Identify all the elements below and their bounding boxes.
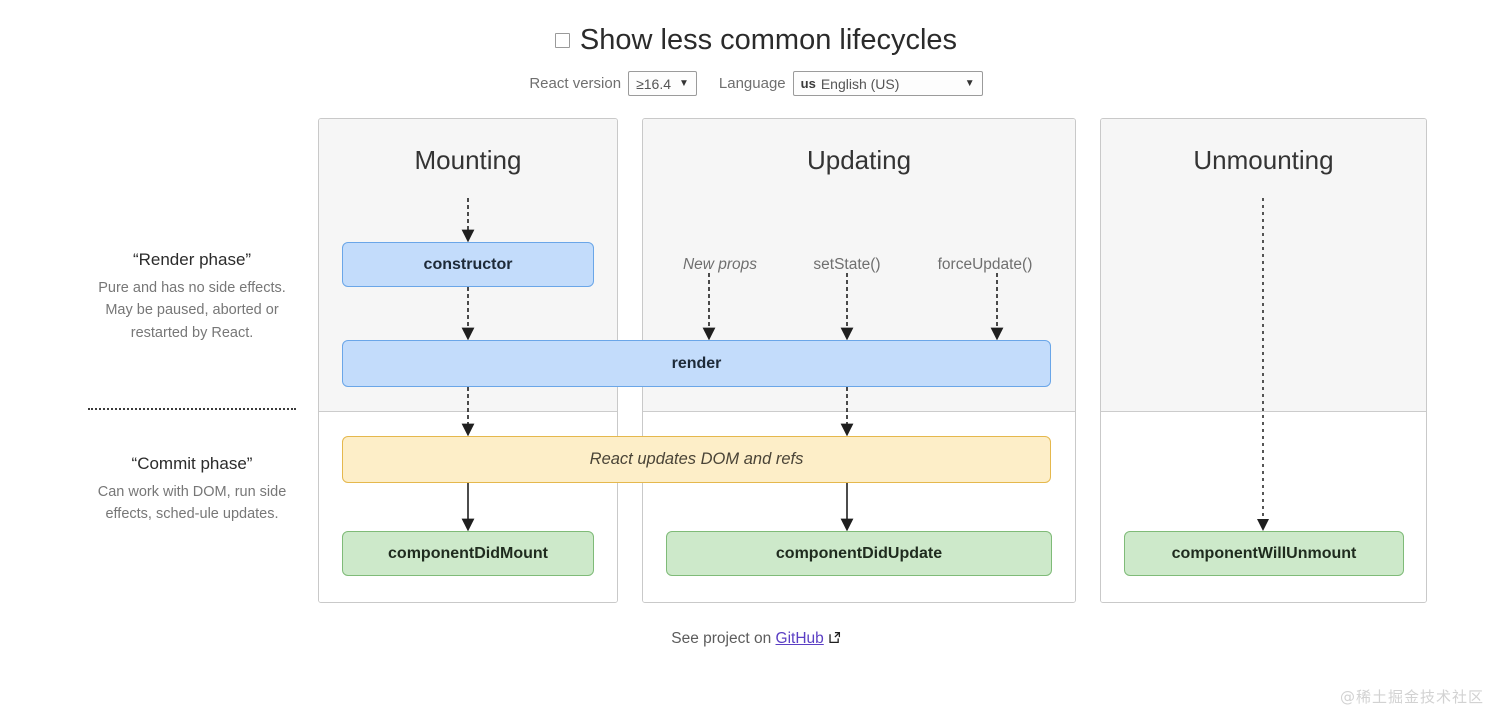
page-header: Show less common lifecycles React versio… — [0, 0, 1512, 96]
column-heading-mounting: Mounting — [414, 145, 522, 175]
react-version-value: ≥16.4 — [636, 75, 671, 92]
github-link[interactable]: GitHub — [775, 630, 824, 647]
language-group: Language us English (US) ▼ — [719, 71, 983, 96]
chevron-down-icon: ▼ — [679, 77, 689, 89]
node-component-did-mount[interactable]: componentDidMount — [342, 531, 594, 576]
page-title: Show less common lifecycles — [579, 24, 958, 56]
node-component-did-update[interactable]: componentDidUpdate — [666, 531, 1052, 576]
unmounting-render-phase-area: Unmounting — [1101, 119, 1426, 412]
node-layer: New props setState() forceUpdate() const… — [0, 118, 1512, 618]
show-less-common-lifecycles-toggle[interactable]: Show less common lifecycles — [554, 24, 958, 56]
watermark: @稀土掘金技术社区 — [1339, 688, 1484, 706]
node-react-updates-dom-and-refs[interactable]: React updates DOM and refs — [342, 436, 1051, 483]
column-heading-updating: Updating — [806, 145, 912, 175]
language-value-wrap: us English (US) — [801, 76, 900, 92]
react-version-label: React version — [529, 75, 622, 92]
node-component-will-unmount[interactable]: componentWillUnmount — [1124, 531, 1404, 576]
column-heading-unmounting: Unmounting — [1193, 145, 1334, 175]
render-phase-label: “Render phase” Pure and has no side effe… — [88, 250, 296, 344]
commit-phase-title: “Commit phase” — [131, 454, 253, 473]
phase-divider — [88, 408, 296, 410]
render-phase-description: Pure and has no side effects. May be pau… — [98, 280, 286, 341]
external-link-icon — [828, 631, 841, 649]
language-label: Language — [718, 75, 786, 92]
language-select[interactable]: us English (US) ▼ — [792, 71, 983, 96]
footer: See project on GitHub — [0, 630, 1512, 649]
commit-phase-label: “Commit phase” Can work with DOM, run si… — [88, 454, 296, 526]
controls-bar: React version ≥16.4 ▼ Language us Englis… — [0, 71, 1512, 96]
language-value: English (US) — [820, 75, 900, 92]
lifecycle-diagram: “Render phase” Pure and has no side effe… — [0, 118, 1512, 618]
language-country-code: us — [800, 76, 816, 91]
show-less-common-lifecycles-checkbox[interactable] — [554, 33, 570, 48]
react-version-group: React version ≥16.4 ▼ — [529, 71, 697, 96]
chevron-down-icon: ▼ — [964, 77, 975, 89]
node-render[interactable]: render — [342, 340, 1051, 387]
react-version-select[interactable]: ≥16.4 ▼ — [628, 71, 697, 96]
render-phase-title: “Render phase” — [132, 250, 252, 269]
footer-text: See project on — [671, 630, 772, 647]
commit-phase-description: Can work with DOM, run side effects, sch… — [97, 484, 287, 523]
node-constructor[interactable]: constructor — [342, 242, 594, 287]
